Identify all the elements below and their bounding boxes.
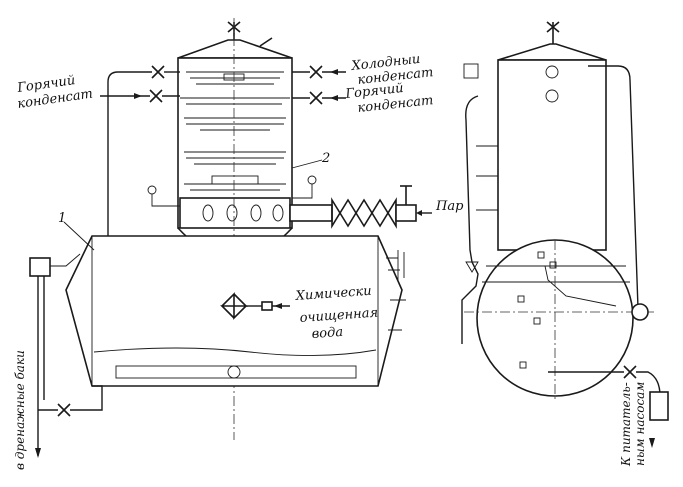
label-chem-water-1: Химически <box>294 284 372 304</box>
chem-water-inlet <box>220 292 290 320</box>
condensate-inlets-right <box>292 65 346 105</box>
side-view <box>461 21 669 448</box>
steam-inlet-pipe <box>289 185 432 229</box>
pressure-gauges <box>147 175 317 207</box>
label-drain: в дренажные баки <box>13 350 27 470</box>
label-to-boiler-2: ным насосам <box>633 382 647 466</box>
drain-line <box>29 253 103 458</box>
marker-1: 1 <box>58 211 66 226</box>
label-steam: Пар <box>435 199 464 214</box>
label-cold-condensate-1: Холодныu <box>350 52 421 74</box>
label-to-boiler-1: К питатель- <box>619 382 633 467</box>
steam-slots <box>202 204 284 222</box>
marker-2: 2 <box>321 151 330 166</box>
label-hot-condensate-right-1: Горячий <box>344 81 404 102</box>
label-chem-water-2: очищенная <box>299 306 378 326</box>
label-chem-water-3: вода <box>311 325 343 342</box>
